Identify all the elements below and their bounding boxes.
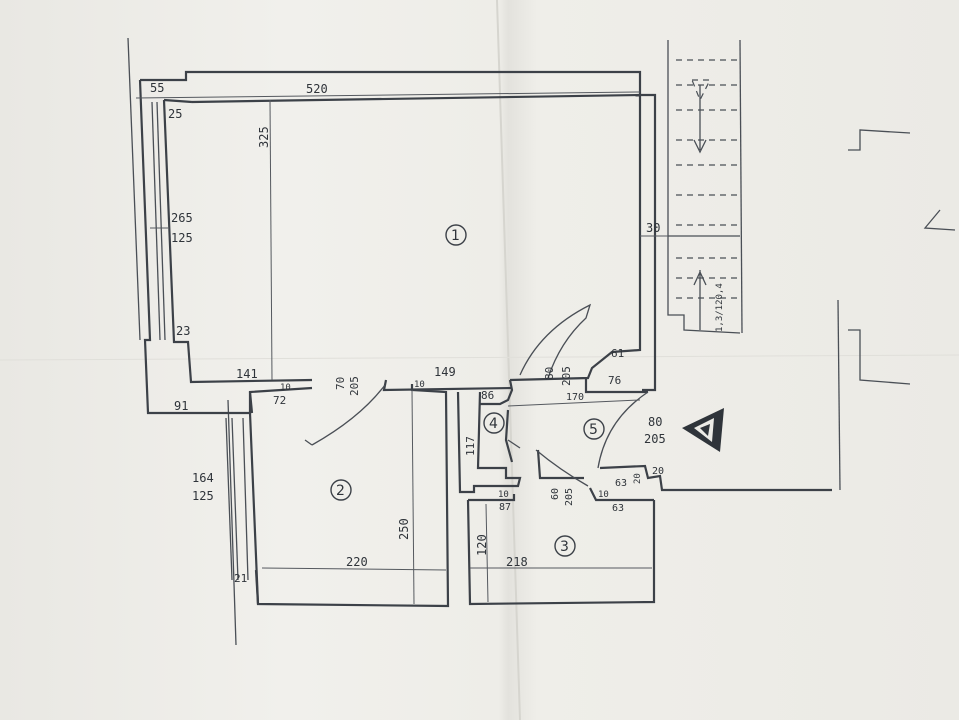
dim-label: 60 [550,488,561,500]
dim-label: 70 [334,377,347,390]
room-4-label: 4 [489,416,498,432]
dim-label: 170 [566,392,584,403]
dim-label: 520 [306,82,328,96]
dimension-lines [135,91,668,407]
entrance-marker-icon [682,408,724,452]
dim-label: 23 [176,324,190,338]
fold-line [0,354,959,361]
dim-label: 72 [273,394,286,407]
room-2-label: 2 [336,483,345,499]
dim-label: 10 [414,380,425,390]
dim-label: 80 [648,415,662,429]
dim-label: 125 [171,231,193,245]
fold-line [496,0,521,720]
dimension-labels: 55 520 25 325 265 125 23 30 141 10 72 70… [150,81,725,585]
door-swings [304,303,649,487]
room-1-marker [445,224,467,246]
dim-label: 63 [615,478,627,489]
dim-label: 265 [171,211,193,225]
dim-label: 20 [633,473,643,484]
dim-label: 86 [481,389,494,402]
dim-label: 10 [498,490,509,500]
dim-label: 1,3/120,4 [715,283,725,332]
dim-label: 205 [564,488,575,506]
room-1-walls [138,70,657,415]
dim-label: 220 [346,555,368,569]
dim-label: 205 [560,366,573,386]
dim-label: 141 [236,367,258,381]
dim-label: 87 [499,502,511,513]
room-4-5-walls [456,378,832,502]
dim-label: 10 [598,490,609,500]
dim-label: 25 [168,107,182,121]
room-4-marker [483,412,505,434]
dim-label: 125 [192,489,214,503]
dim-label: 117 [464,436,477,456]
dim-label: 20 [652,466,664,477]
dim-label: 218 [506,555,528,569]
dim-label: 120 [475,534,489,556]
room-5-label: 5 [589,422,598,438]
room-3-walls [466,494,656,606]
dim-label: 30 [646,221,660,235]
dim-label: 63 [612,503,624,514]
dim-label: 325 [257,126,271,148]
dim-label: 10 [280,383,291,393]
dim-label: 205 [644,432,666,446]
room-1-label: 1 [451,228,460,244]
room-2-marker [330,479,352,501]
dim-label: 76 [608,374,621,387]
dim-label: 80 [543,367,556,380]
dim-label: 21 [234,572,247,585]
stair-arrow-icon [693,270,707,330]
window-strips [151,101,249,581]
dim-label: 61 [611,347,624,360]
staircase [667,39,743,334]
outer-lines [837,129,956,491]
room-3-marker [554,535,576,557]
boundary-line [227,399,237,646]
dim-label: 91 [174,399,188,413]
room-3-label: 3 [560,539,569,555]
room-2-walls [248,384,450,608]
dim-label: 250 [397,518,411,540]
dim-label: 55 [150,81,164,95]
stair-arrow-icon [693,85,707,154]
room-5-marker [583,418,605,440]
dim-label: 164 [192,471,214,485]
dim-label: 205 [348,376,361,396]
dim-label: 149 [434,365,456,379]
boundary-line [127,37,141,341]
